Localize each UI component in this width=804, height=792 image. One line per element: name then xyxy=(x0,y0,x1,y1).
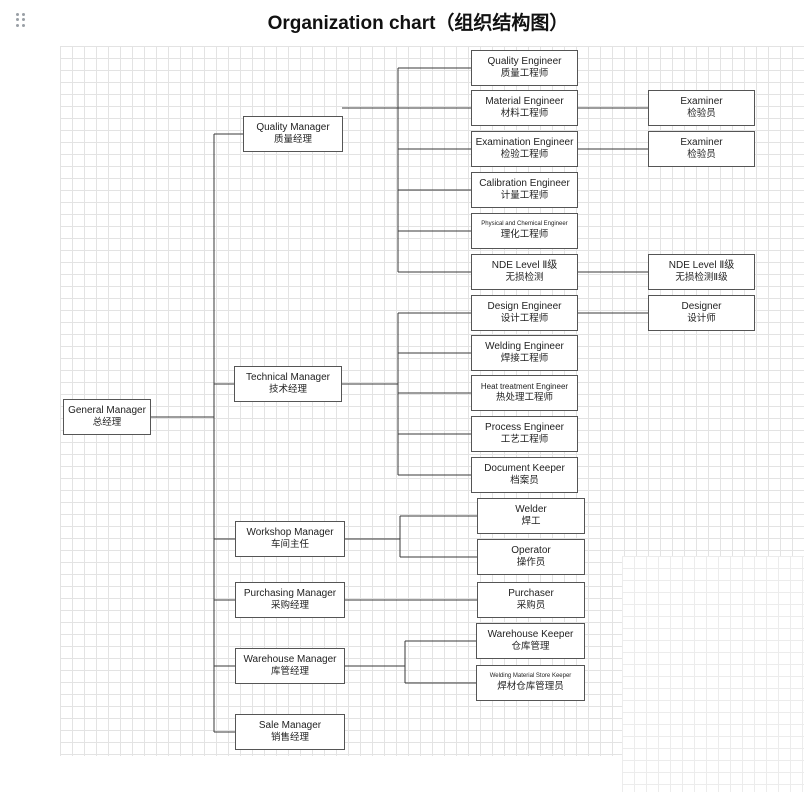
page-title: Organization chart（组织结构图） xyxy=(267,13,569,34)
node-label-en: Technical Manager xyxy=(246,371,330,383)
node-label-zh: 无损检测 xyxy=(505,272,544,284)
node-label-zh: 技术经理 xyxy=(268,384,307,396)
node-physical-chemical-engineer[interactable]: Physical and Chemical Engineer 理化工程师 xyxy=(471,213,578,249)
node-warehouse-keeper[interactable]: Warehouse Keeper 仓库管理 xyxy=(476,623,585,659)
node-label-en: Warehouse Manager xyxy=(243,653,337,665)
node-label-en: Welder xyxy=(515,503,547,515)
node-purchasing-manager[interactable]: Purchasing Manager 采购经理 xyxy=(235,582,345,618)
node-quality-engineer[interactable]: Quality Engineer 质量工程师 xyxy=(471,50,578,86)
node-label-en: Document Keeper xyxy=(484,462,565,474)
node-material-engineer[interactable]: Material Engineer 材料工程师 xyxy=(471,90,578,126)
node-label-en: NDE Level Ⅱ级 xyxy=(491,259,558,271)
node-label-zh: 工艺工程师 xyxy=(500,434,549,446)
node-general-manager[interactable]: General Manager 总经理 xyxy=(63,399,151,435)
node-label-en: Designer xyxy=(681,300,722,312)
node-label-en: NDE Level Ⅱ级 xyxy=(668,259,735,271)
node-label-zh: 库管经理 xyxy=(270,666,309,678)
drag-handle-icon[interactable] xyxy=(16,13,26,27)
node-label-en: Quality Engineer xyxy=(487,55,562,67)
node-operator[interactable]: Operator 操作员 xyxy=(477,539,585,575)
node-label-en: Workshop Manager xyxy=(246,526,334,538)
node-design-engineer[interactable]: Design Engineer 设计工程师 xyxy=(471,295,578,331)
node-technical-manager[interactable]: Technical Manager 技术经理 xyxy=(234,366,342,402)
node-label-zh: 焊材仓库管理员 xyxy=(497,680,564,692)
node-label-zh: 设计工程师 xyxy=(500,313,549,325)
node-nde-level-2[interactable]: NDE Level Ⅱ级 无损检测 xyxy=(471,254,578,290)
node-label-en: Purchasing Manager xyxy=(243,587,337,599)
node-label-en: Calibration Engineer xyxy=(479,177,570,189)
node-label-zh: 热处理工程师 xyxy=(495,392,553,404)
node-label-zh: 质量经理 xyxy=(273,134,312,146)
node-label-en: Warehouse Keeper xyxy=(487,628,574,640)
node-label-zh: 焊接工程师 xyxy=(500,353,549,365)
node-examination-engineer[interactable]: Examination Engineer 检验工程师 xyxy=(471,131,578,167)
node-warehouse-manager[interactable]: Warehouse Manager 库管经理 xyxy=(235,648,345,684)
node-label-zh: 无损检测Ⅱ级 xyxy=(675,272,728,284)
node-label-en: Heat treatment Engineer xyxy=(480,382,569,392)
node-welding-engineer[interactable]: Welding Engineer 焊接工程师 xyxy=(471,335,578,371)
node-label-zh: 档案员 xyxy=(510,475,539,487)
node-examiner-examination[interactable]: Examiner 检验员 xyxy=(648,131,755,167)
node-label-zh: 操作员 xyxy=(516,557,546,569)
node-quality-manager[interactable]: Quality Manager 质量经理 xyxy=(243,116,343,152)
node-label-en: Purchaser xyxy=(508,587,554,599)
node-label-en: Material Engineer xyxy=(485,95,564,107)
node-label-en: Examiner xyxy=(680,136,723,148)
node-label-zh: 质量工程师 xyxy=(500,68,549,80)
node-label-zh: 总经理 xyxy=(92,417,122,429)
node-label-zh: 检验员 xyxy=(687,149,716,161)
node-label-zh: 设计师 xyxy=(687,313,716,325)
node-label-en: Design Engineer xyxy=(487,300,562,312)
node-label-zh: 采购经理 xyxy=(270,600,309,612)
node-nde-level-2-inspector[interactable]: NDE Level Ⅱ级 无损检测Ⅱ级 xyxy=(648,254,755,290)
node-sale-manager[interactable]: Sale Manager 销售经理 xyxy=(235,714,345,750)
node-label-zh: 检验员 xyxy=(687,108,716,120)
node-label-en: General Manager xyxy=(68,404,146,416)
node-label-zh: 理化工程师 xyxy=(500,228,549,240)
grid-background-overlap xyxy=(622,556,804,792)
node-label-en: Sale Manager xyxy=(258,719,322,731)
node-label-zh: 采购员 xyxy=(516,600,546,612)
node-label-en: Welding Material Store Keeper xyxy=(489,673,572,680)
node-document-keeper[interactable]: Document Keeper 档案员 xyxy=(471,457,578,493)
node-label-zh: 销售经理 xyxy=(270,732,309,744)
node-label-zh: 仓库管理 xyxy=(511,641,550,653)
node-label-en: Process Engineer xyxy=(485,421,564,433)
node-label-zh: 材料工程师 xyxy=(500,108,549,120)
node-label-zh: 检验工程师 xyxy=(500,149,549,161)
node-examiner-material[interactable]: Examiner 检验员 xyxy=(648,90,755,126)
node-heat-treatment-engineer[interactable]: Heat treatment Engineer 热处理工程师 xyxy=(471,375,578,411)
node-label-en: Welding Engineer xyxy=(485,340,564,352)
node-designer[interactable]: Designer 设计师 xyxy=(648,295,755,331)
node-purchaser[interactable]: Purchaser 采购员 xyxy=(477,582,585,618)
node-workshop-manager[interactable]: Workshop Manager 车间主任 xyxy=(235,521,345,557)
node-label-zh: 车间主任 xyxy=(270,539,309,551)
node-label-en: Operator xyxy=(511,544,551,556)
node-label-en: Examination Engineer xyxy=(475,136,574,148)
node-calibration-engineer[interactable]: Calibration Engineer 计量工程师 xyxy=(471,172,578,208)
node-process-engineer[interactable]: Process Engineer 工艺工程师 xyxy=(471,416,578,452)
node-welder[interactable]: Welder 焊工 xyxy=(477,498,585,534)
node-label-en: Examiner xyxy=(680,95,723,107)
node-label-zh: 计量工程师 xyxy=(500,190,549,202)
node-welding-material-store-keeper[interactable]: Welding Material Store Keeper 焊材仓库管理员 xyxy=(476,665,585,701)
node-label-en: Quality Manager xyxy=(256,121,330,133)
node-label-en: Physical and Chemical Engineer xyxy=(481,221,568,228)
node-label-zh: 焊工 xyxy=(521,516,541,528)
